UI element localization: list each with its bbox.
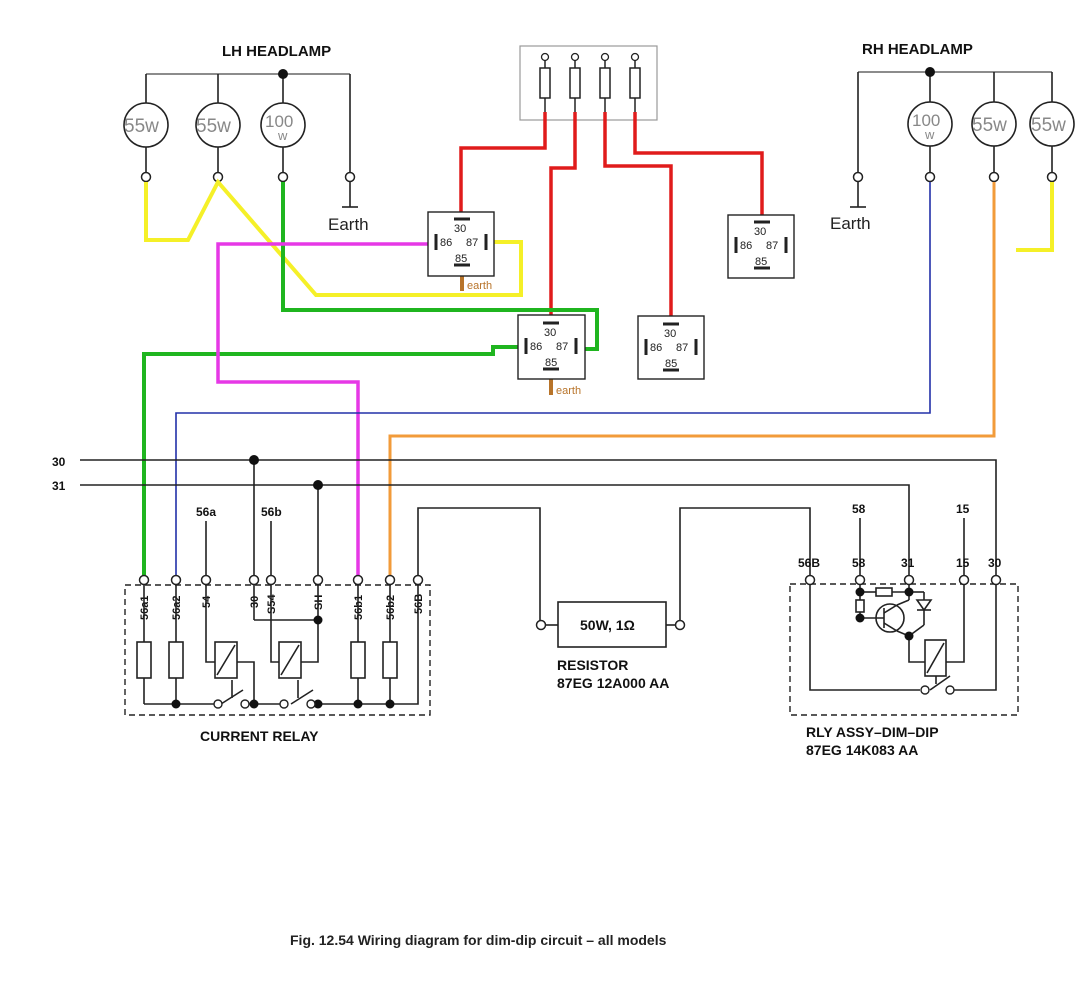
- relay-3: 30 86 87 85 earth: [517, 314, 586, 397]
- svg-text:55w: 55w: [1031, 115, 1066, 136]
- bus-label-31: 31: [52, 479, 66, 493]
- green-wires: [142, 182, 599, 577]
- current-relay-nodes: [171, 615, 395, 709]
- svg-text:86: 86: [650, 342, 662, 354]
- svg-text:86: 86: [740, 240, 752, 252]
- svg-text:87: 87: [466, 237, 478, 249]
- magenta-wires: [216, 242, 430, 577]
- relay-1: 30 86 87 85 earth: [427, 211, 495, 292]
- dim-dip-terminal-labels: 56B 58 31 15 30: [798, 556, 1002, 570]
- resistor-name: RESISTOR: [557, 657, 628, 673]
- current-relay-box: [124, 584, 431, 716]
- lh-earth-label: Earth: [328, 215, 369, 234]
- rh-headlamp-wiring: [850, 71, 1053, 208]
- svg-text:50W, 1Ω: 50W, 1Ω: [580, 617, 635, 633]
- yellow-wires: [144, 178, 1054, 297]
- current-relay-terminal-labels: 56a1 56a2 54 30 S54 SH 56b1 56b2 56B: [139, 594, 425, 620]
- svg-text:56a2: 56a2: [171, 596, 183, 620]
- svg-text:55w: 55w: [196, 116, 231, 137]
- svg-text:58: 58: [852, 556, 866, 570]
- svg-text:100: 100: [912, 111, 940, 130]
- svg-text:85: 85: [545, 357, 557, 369]
- blue-wires: [175, 182, 931, 577]
- svg-text:54: 54: [201, 595, 213, 608]
- rh-earth-label: Earth: [830, 214, 871, 233]
- dim-dip-title: RLY ASSY–DIM–DIP: [806, 724, 939, 740]
- dim-dip-58-label: 58: [852, 502, 866, 516]
- svg-text:100: 100: [265, 112, 293, 131]
- svg-text:30: 30: [664, 328, 676, 340]
- relay-4: 30 86 87 85: [637, 315, 705, 380]
- svg-text:86: 86: [530, 341, 542, 353]
- lh-junction-dot: [278, 69, 288, 79]
- current-relay-title: CURRENT RELAY: [200, 728, 319, 744]
- svg-text:87: 87: [556, 341, 568, 353]
- rh-lamp-1: 100 w: [907, 101, 953, 147]
- rh-lamp-3: 55w: [1029, 101, 1075, 147]
- lh-headlamp-wiring: [145, 73, 358, 208]
- rh-headlamp-title: RH HEADLAMP: [862, 41, 973, 58]
- figure-caption: Fig. 12.54 Wiring diagram for dim-dip ci…: [290, 932, 667, 948]
- rh-junction-dot: [925, 67, 935, 77]
- current-relay-terminals: [138, 574, 424, 586]
- bus-31-junction: [313, 480, 323, 490]
- svg-text:56B: 56B: [413, 594, 425, 614]
- svg-text:30: 30: [754, 226, 766, 238]
- svg-text:30: 30: [544, 327, 556, 339]
- dim-dip-nodes: [855, 587, 914, 641]
- bus-label-30: 30: [52, 455, 66, 469]
- svg-text:55w: 55w: [124, 116, 159, 137]
- dim-dip-internals: [809, 585, 997, 691]
- svg-text:w: w: [924, 127, 935, 142]
- resistor: 50W, 1Ω: [535, 601, 686, 648]
- lh-lamp-1: 55w: [123, 102, 169, 148]
- svg-text:31: 31: [901, 556, 915, 570]
- bus-wiring: [80, 459, 997, 625]
- svg-text:85: 85: [755, 256, 767, 268]
- svg-text:earth: earth: [556, 385, 581, 397]
- dim-dip-15-label: 15: [956, 502, 970, 516]
- svg-text:85: 85: [665, 358, 677, 370]
- svg-text:w: w: [277, 128, 288, 143]
- lh-lamp-3: 100 w: [260, 102, 306, 148]
- lh-terminals: [140, 171, 356, 183]
- lh-headlamp-title: LH HEADLAMP: [222, 43, 331, 60]
- orange-wires: [388, 182, 996, 577]
- svg-text:87: 87: [676, 342, 688, 354]
- lh-lamp-2: 55w: [195, 102, 241, 148]
- svg-text:30: 30: [988, 556, 1002, 570]
- svg-text:55w: 55w: [972, 115, 1007, 136]
- svg-text:56B: 56B: [798, 556, 820, 570]
- current-relay-contacts: [213, 699, 316, 709]
- resistor-part: 87EG 12A000 AA: [557, 675, 669, 691]
- svg-text:S54: S54: [266, 594, 278, 614]
- svg-text:56b2: 56b2: [385, 595, 397, 620]
- dim-dip-part: 87EG 14K083 AA: [806, 742, 918, 758]
- rh-lamp-2: 55w: [971, 101, 1017, 147]
- red-wires: [459, 112, 764, 318]
- svg-text:earth: earth: [467, 280, 492, 292]
- svg-text:86: 86: [440, 237, 452, 249]
- relay-2: 30 86 87 85: [727, 214, 795, 279]
- svg-text:85: 85: [455, 253, 467, 265]
- dim-dip-terminals: [804, 574, 1002, 586]
- current-relay-56b-label: 56b: [261, 505, 282, 519]
- svg-text:30: 30: [249, 596, 261, 608]
- svg-text:56b1: 56b1: [353, 595, 365, 620]
- svg-text:SH: SH: [313, 595, 325, 610]
- dim-dip-box: [789, 583, 1019, 716]
- svg-text:15: 15: [956, 556, 970, 570]
- dim-dip-contacts: [920, 685, 955, 695]
- svg-text:30: 30: [454, 223, 466, 235]
- rh-terminals: [852, 171, 1058, 183]
- bus-30-junction: [249, 455, 259, 465]
- svg-text:56a1: 56a1: [139, 596, 151, 620]
- fuse-box: [519, 45, 658, 121]
- current-relay-56a-label: 56a: [196, 505, 216, 519]
- svg-text:87: 87: [766, 240, 778, 252]
